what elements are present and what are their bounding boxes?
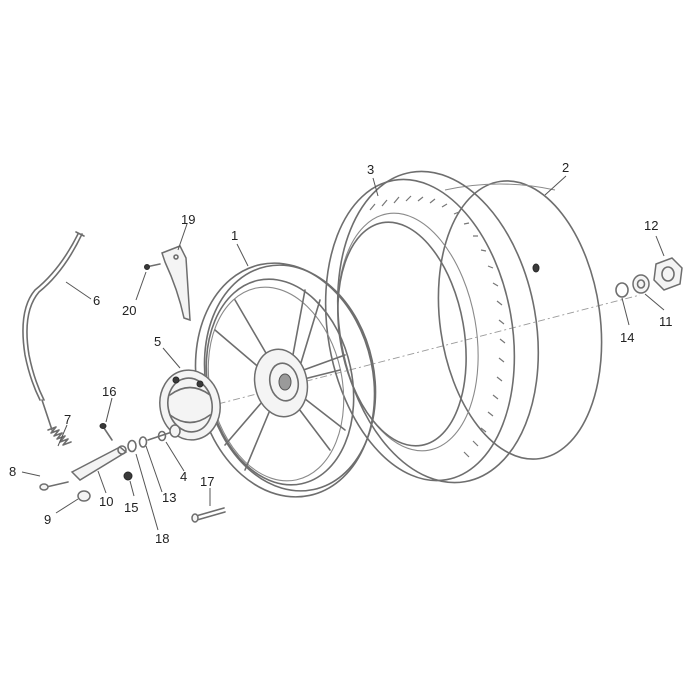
part-7-spring — [47, 426, 72, 446]
callout-labels: 1 2 3 4 5 6 7 8 9 10 11 12 13 14 15 16 1… — [9, 160, 673, 546]
part-14-washer — [615, 282, 629, 298]
part-2-inner-tube — [437, 180, 603, 460]
callout-20: 20 — [122, 303, 136, 318]
callout-5: 5 — [154, 334, 161, 349]
callout-9: 9 — [44, 512, 51, 527]
part-20-screw — [144, 263, 161, 270]
callout-17: 17 — [200, 474, 214, 489]
part-13-washer — [138, 436, 148, 448]
callout-6: 6 — [93, 293, 100, 308]
leader-lines — [21, 175, 665, 531]
callout-13: 13 — [162, 490, 176, 505]
part-3-tyre — [324, 170, 540, 484]
callout-14: 14 — [620, 330, 634, 345]
part-6-brake-cable — [22, 231, 85, 431]
callout-12: 12 — [644, 218, 658, 233]
callout-18: 18 — [155, 531, 169, 546]
callout-1: 1 — [231, 228, 238, 243]
callout-3: 3 — [367, 162, 374, 177]
part-9-adjusting-nut — [77, 490, 91, 502]
part-15-nut — [123, 471, 133, 481]
callout-11: 11 — [659, 314, 673, 329]
part-4-brake-cam — [147, 424, 181, 442]
part-17-axle-bolt — [191, 507, 226, 523]
part-18-seal — [127, 439, 137, 453]
part-11-spacer — [632, 274, 650, 294]
part-8-adjuster-pin — [39, 481, 69, 491]
callout-16: 16 — [102, 384, 116, 399]
part-5-brake-shoes — [159, 369, 221, 441]
part-19-guard-plate — [161, 245, 191, 322]
callout-19: 19 — [181, 212, 195, 227]
part-12-axle-nut — [653, 257, 683, 291]
callout-15: 15 — [124, 500, 138, 515]
callout-8: 8 — [9, 464, 16, 479]
part-10-brake-lever — [70, 445, 128, 481]
callout-7: 7 — [64, 412, 71, 427]
callout-2: 2 — [562, 160, 569, 175]
wheel-axis-line — [174, 294, 641, 416]
callout-4: 4 — [180, 469, 187, 484]
part-16-bolt — [99, 423, 113, 441]
callout-10: 10 — [99, 494, 113, 509]
